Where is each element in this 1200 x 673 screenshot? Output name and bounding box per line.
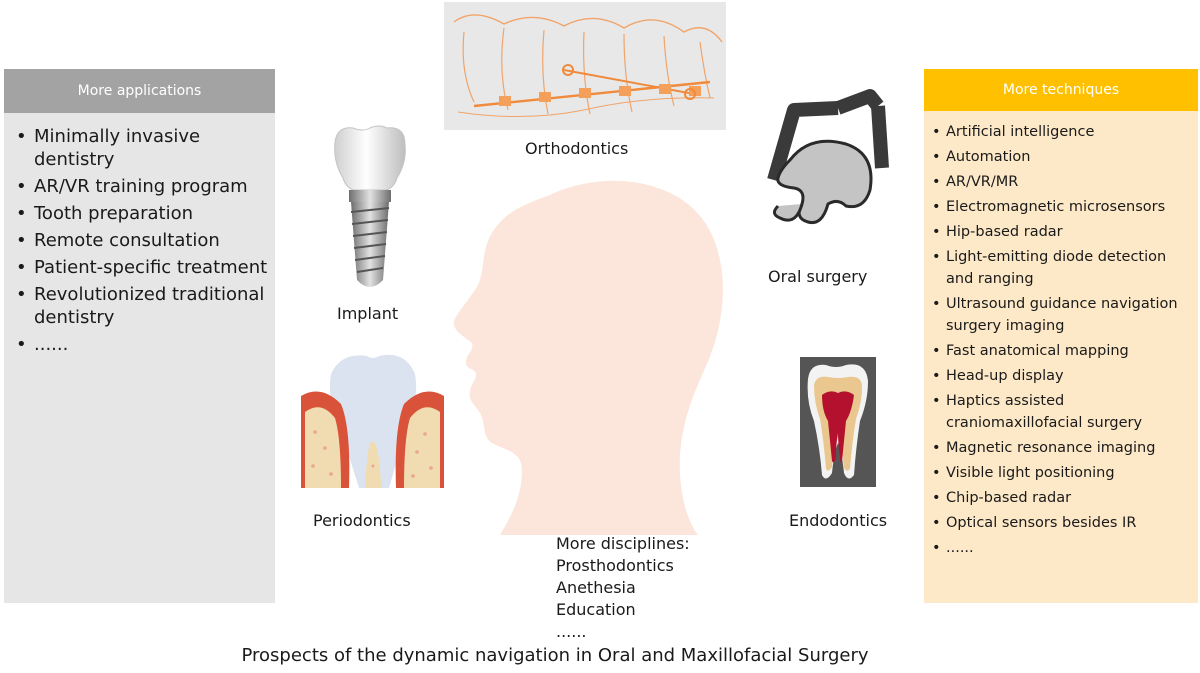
technique-item: Chip-based radar xyxy=(932,487,1194,509)
oral-surgery-extraction-icon xyxy=(767,89,889,225)
application-item: Patient-specific treatment xyxy=(16,256,268,279)
more-techniques-header: More techniques xyxy=(924,69,1198,111)
technique-item: Artificial intelligence xyxy=(932,121,1194,143)
technique-item: Haptics assisted craniomaxillofacial sur… xyxy=(932,390,1194,434)
technique-item: AR/VR/MR xyxy=(932,171,1194,193)
discipline-item: Anethesia xyxy=(556,578,636,597)
technique-item: Magnetic resonance imaging xyxy=(932,437,1194,459)
application-item: ...... xyxy=(16,333,268,356)
application-item: AR/VR training program xyxy=(16,175,268,198)
technique-item: Visible light positioning xyxy=(932,462,1194,484)
application-item: Remote consultation xyxy=(16,229,268,252)
oral-surgery-label: Oral surgery xyxy=(768,267,868,286)
implant-icon xyxy=(334,125,406,287)
application-item: Tooth preparation xyxy=(16,202,268,225)
discipline-item: ...... xyxy=(556,622,587,641)
technique-item: Electromagnetic microsensors xyxy=(932,196,1194,218)
orthodontics-braces-icon xyxy=(444,2,726,130)
more-applications-panel: More applications Minimally invasive den… xyxy=(4,69,275,603)
technique-item: Ultrasound guidance navigation surgery i… xyxy=(932,293,1194,337)
technique-item: Automation xyxy=(932,146,1194,168)
techniques-list: Artificial intelligence Automation AR/VR… xyxy=(932,121,1194,562)
technique-item: Head-up display xyxy=(932,365,1194,387)
more-disciplines-title: More disciplines: xyxy=(556,534,690,553)
more-applications-header: More applications xyxy=(4,69,275,113)
technique-item: Light-emitting diode detection and rangi… xyxy=(932,246,1194,290)
periodontics-gum-icon xyxy=(301,354,444,488)
more-disciplines-block: More disciplines: Prosthodontics Anethes… xyxy=(556,533,690,643)
periodontics-label: Periodontics xyxy=(313,511,411,530)
head-silhouette-icon xyxy=(453,180,723,536)
technique-item: Optical sensors besides IR xyxy=(932,512,1194,534)
technique-item: Fast anatomical mapping xyxy=(932,340,1194,362)
application-item: Minimally invasive dentistry xyxy=(16,125,268,171)
endodontics-root-canal-icon xyxy=(800,357,876,487)
figure-caption: Prospects of the dynamic navigation in O… xyxy=(241,645,869,666)
applications-list: Minimally invasive dentistry AR/VR train… xyxy=(16,125,268,360)
more-techniques-panel: More techniques Artificial intelligence … xyxy=(924,69,1198,603)
technique-item: Hip-based radar xyxy=(932,221,1194,243)
discipline-item: Prosthodontics xyxy=(556,556,674,575)
orthodontics-label: Orthodontics xyxy=(525,139,629,158)
technique-item: ...... xyxy=(932,537,1194,559)
application-item: Revolutionized traditional dentistry xyxy=(16,283,268,329)
endodontics-label: Endodontics xyxy=(789,511,888,530)
discipline-item: Education xyxy=(556,600,636,619)
implant-label: Implant xyxy=(337,304,399,323)
